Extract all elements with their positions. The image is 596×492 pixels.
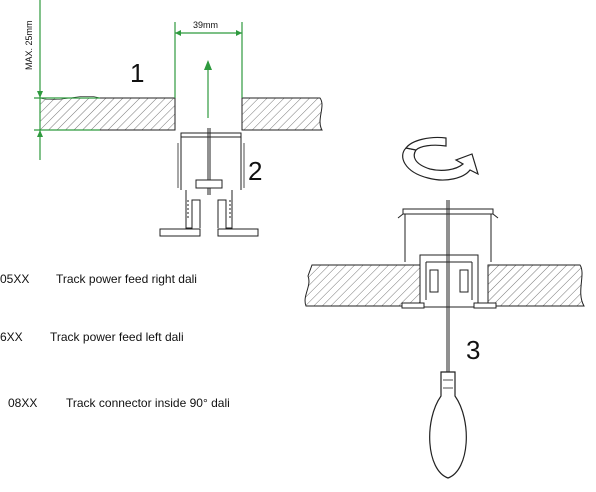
part-description-2: Track power feed left dali — [50, 330, 184, 344]
step-3-label: 3 — [466, 335, 481, 365]
step-2-label: 2 — [248, 156, 263, 186]
opening-width-label: 39mm — [193, 20, 219, 30]
screwdriver-icon — [429, 371, 467, 479]
width-dimension — [174, 22, 243, 98]
part-code-3: 08XX — [8, 396, 38, 410]
depth-dimension — [34, 0, 100, 160]
ceiling-panel-top-left — [39, 95, 176, 131]
step-1-label: 1 — [130, 58, 145, 88]
part-code-1: 05XX — [0, 272, 30, 286]
ceiling-panel-top-right — [241, 97, 323, 131]
ceiling-panel-bottom-left — [304, 264, 421, 307]
insert-arrow — [204, 60, 212, 118]
part-code-2: 6XX — [0, 330, 23, 344]
track-housing-fig2 — [159, 128, 259, 237]
part-description-1: Track power feed right dali — [56, 272, 197, 286]
part-description-3: Track connector inside 90° dali — [66, 396, 230, 410]
ceiling-panel-bottom-right — [487, 264, 585, 307]
max-depth-label: MAX. 25mm — [24, 20, 34, 70]
screwdriver-shaft — [446, 200, 450, 372]
rotate-arrow-icon — [402, 136, 479, 181]
